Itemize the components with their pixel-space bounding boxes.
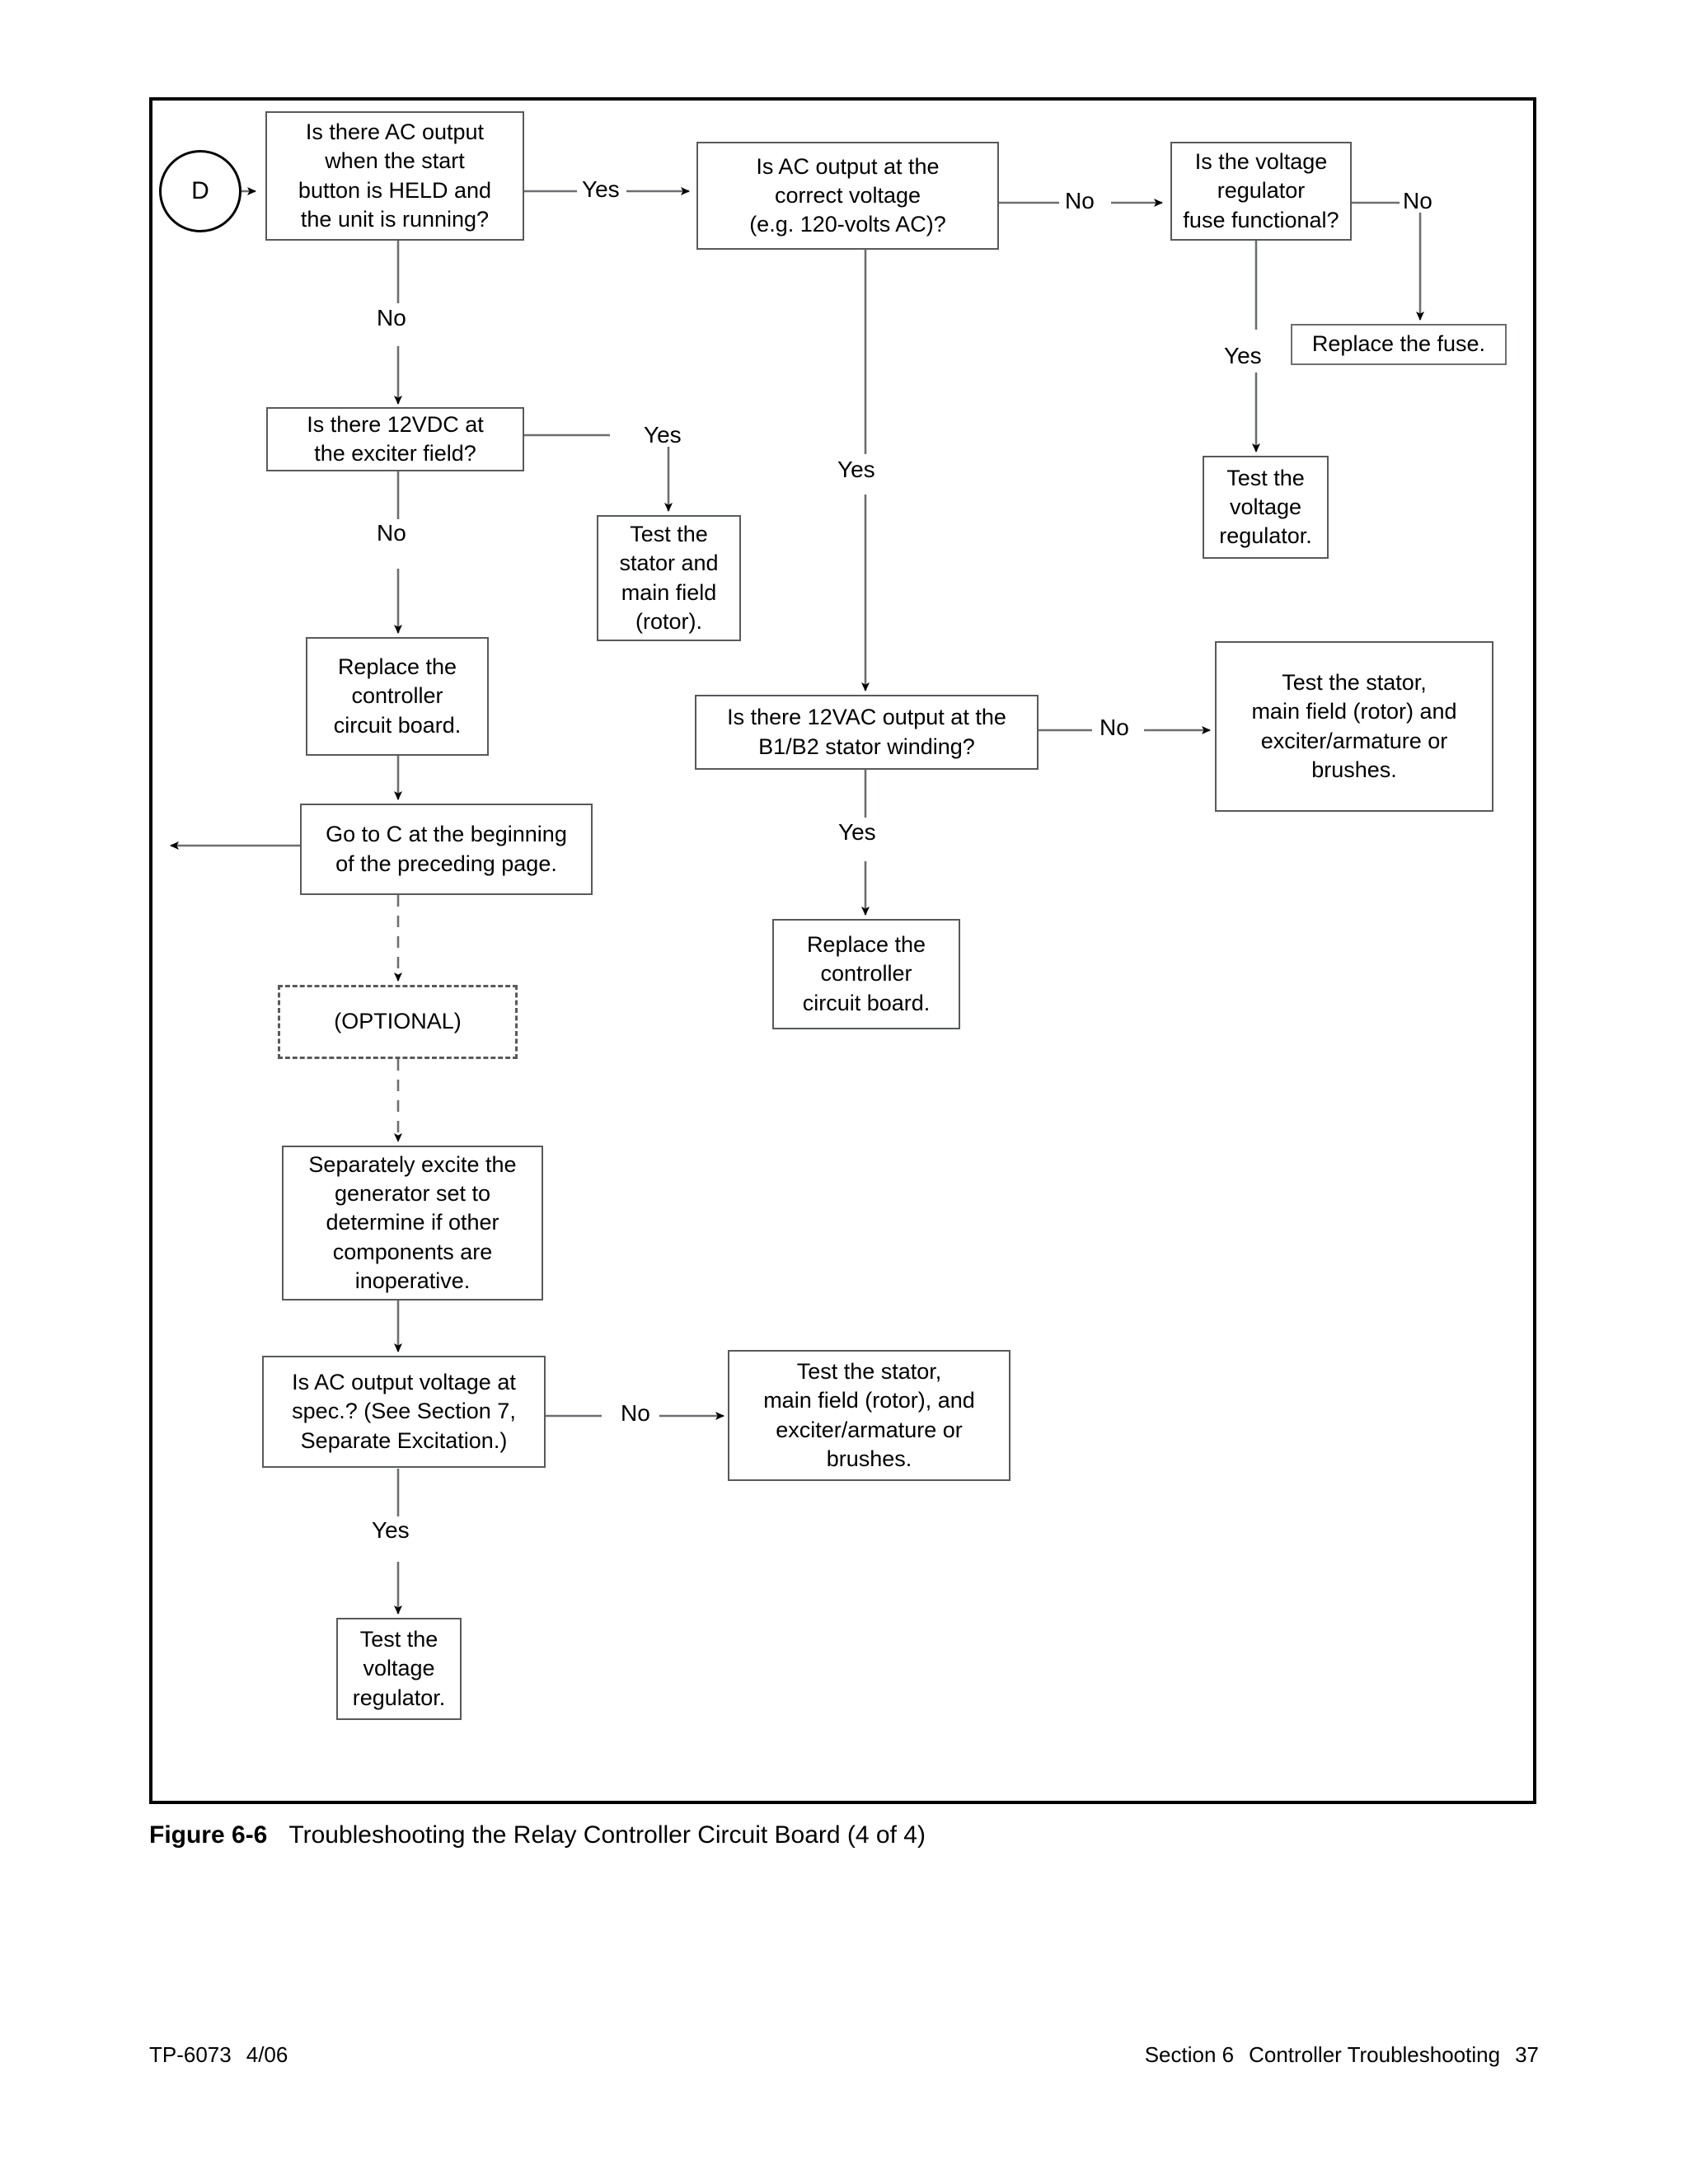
edge-label-no-spec: No: [617, 1402, 654, 1425]
edge-label-yes-exciter: Yes: [640, 424, 685, 447]
node-a-test-voltage-reg-top[interactable]: Test the voltage regulator.: [1203, 456, 1329, 559]
node-label: Is AC output at the correct voltage (e.g…: [749, 153, 946, 237]
node-q-12vac-b1b2[interactable]: Is there 12VAC output at the B1/B2 stato…: [695, 695, 1039, 770]
edge-label-yes-b1b2: Yes: [835, 821, 879, 844]
node-a-test-stator-exciter-top[interactable]: Test the stator, main field (rotor) and …: [1215, 641, 1493, 812]
footer-doc-number: TP-6073: [149, 2042, 232, 2067]
footer-left: TP-6073 4/06: [149, 2042, 288, 2068]
figure-caption-number: Figure 6-6: [149, 1821, 268, 1849]
edge-label-no-fuse: No: [1400, 190, 1436, 213]
node-label: Test the voltage regulator.: [1219, 465, 1312, 549]
node-label: Replace the controller circuit board.: [333, 654, 462, 738]
node-optional[interactable]: (OPTIONAL): [278, 985, 518, 1059]
edge-label-no-held: No: [373, 307, 410, 330]
footer-page-number: 37: [1515, 2042, 1539, 2067]
node-q-correct-voltage[interactable]: Is AC output at the correct voltage (e.g…: [696, 142, 999, 250]
footer-right: Section 6 Controller Troubleshooting 37: [1145, 2042, 1539, 2068]
node-a-replace-controller-left[interactable]: Replace the controller circuit board.: [306, 637, 489, 756]
node-label: Test the stator, main field (rotor), and…: [763, 1359, 975, 1471]
edge-label-no-voltage: No: [1062, 190, 1098, 213]
node-label: Go to C at the beginning of the precedin…: [326, 822, 567, 876]
edge-label-yes-spec: Yes: [368, 1519, 413, 1542]
figure-caption: Figure 6-6 Troubleshooting the Relay Cont…: [149, 1821, 926, 1849]
node-label: (OPTIONAL): [334, 1009, 462, 1034]
node-label: Test the stator, main field (rotor) and …: [1251, 670, 1457, 782]
node-a-separately-excite[interactable]: Separately excite the generator set to d…: [282, 1146, 543, 1301]
node-label: Is there 12VDC at the exciter field?: [307, 411, 484, 466]
node-label: Replace the controller circuit board.: [802, 932, 931, 1015]
node-label: Separately excite the generator set to d…: [308, 1152, 517, 1293]
edge-label-yes-held: Yes: [579, 178, 623, 201]
node-a-test-voltage-reg-bottom[interactable]: Test the voltage regulator.: [336, 1618, 462, 1720]
node-a-replace-controller-mid[interactable]: Replace the controller circuit board.: [772, 919, 960, 1029]
edge-label-no-exciter: No: [373, 522, 410, 545]
connector-circle-d[interactable]: D: [159, 150, 241, 232]
footer-section-title: Controller Troubleshooting: [1249, 2042, 1501, 2067]
node-q-ac-output-held[interactable]: Is there AC output when the start button…: [265, 111, 524, 241]
edge-label-yes-voltage: Yes: [834, 458, 879, 481]
node-label: Is there 12VAC output at the B1/B2 stato…: [727, 705, 1006, 759]
figure-caption-text: Troubleshooting the Relay Controller Cir…: [288, 1821, 926, 1849]
node-a-go-to-c[interactable]: Go to C at the beginning of the precedin…: [300, 804, 593, 895]
node-label: Is there AC output when the start button…: [298, 120, 492, 232]
node-q-ac-output-spec[interactable]: Is AC output voltage at spec.? (See Sect…: [262, 1356, 546, 1468]
node-a-test-stator-exciter-bottom[interactable]: Test the stator, main field (rotor), and…: [728, 1350, 1010, 1481]
node-q-12vdc-exciter[interactable]: Is there 12VDC at the exciter field?: [266, 407, 524, 471]
footer-date: 4/06: [246, 2042, 288, 2067]
connector-label-d: D: [191, 177, 209, 204]
node-label: Is AC output voltage at spec.? (See Sect…: [292, 1370, 516, 1453]
node-a-test-stator-mainfield[interactable]: Test the stator and main field (rotor).: [597, 515, 741, 641]
node-label: Replace the fuse.: [1311, 331, 1486, 357]
edge-label-no-b1b2: No: [1096, 716, 1132, 739]
node-label: Test the stator and main field (rotor).: [619, 522, 719, 634]
edge-label-yes-fuse: Yes: [1221, 344, 1265, 368]
footer-section: Section 6: [1144, 2042, 1235, 2067]
node-q-regulator-fuse[interactable]: Is the voltage regulator fuse functional…: [1170, 142, 1352, 241]
node-a-replace-fuse[interactable]: Replace the fuse.: [1291, 324, 1507, 365]
node-label: Is the voltage regulator fuse functional…: [1183, 149, 1339, 232]
node-label: Test the voltage regulator.: [352, 1627, 446, 1710]
